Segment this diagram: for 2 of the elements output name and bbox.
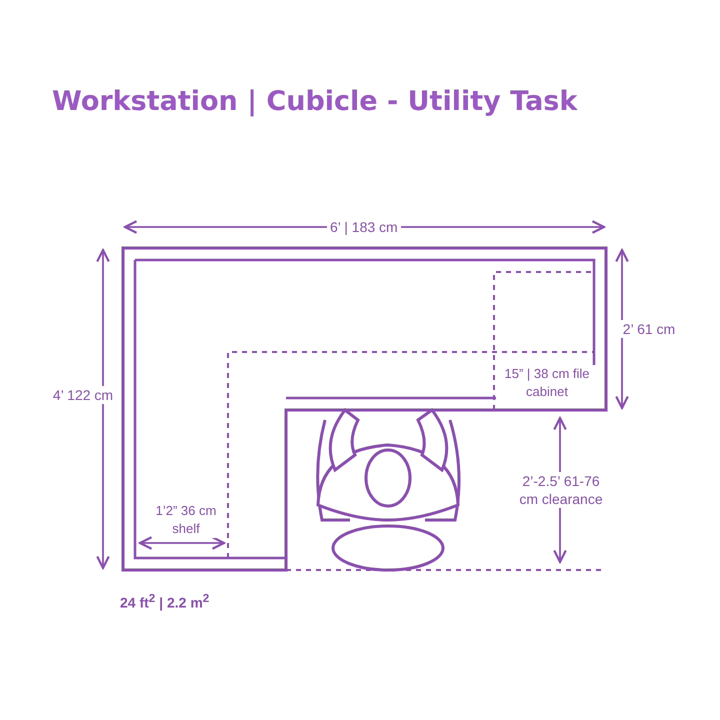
dimension-label: 15” | 38 cm file cabinet [496,365,598,401]
title: Workstation | Cubicle - Utility Task [52,86,578,117]
